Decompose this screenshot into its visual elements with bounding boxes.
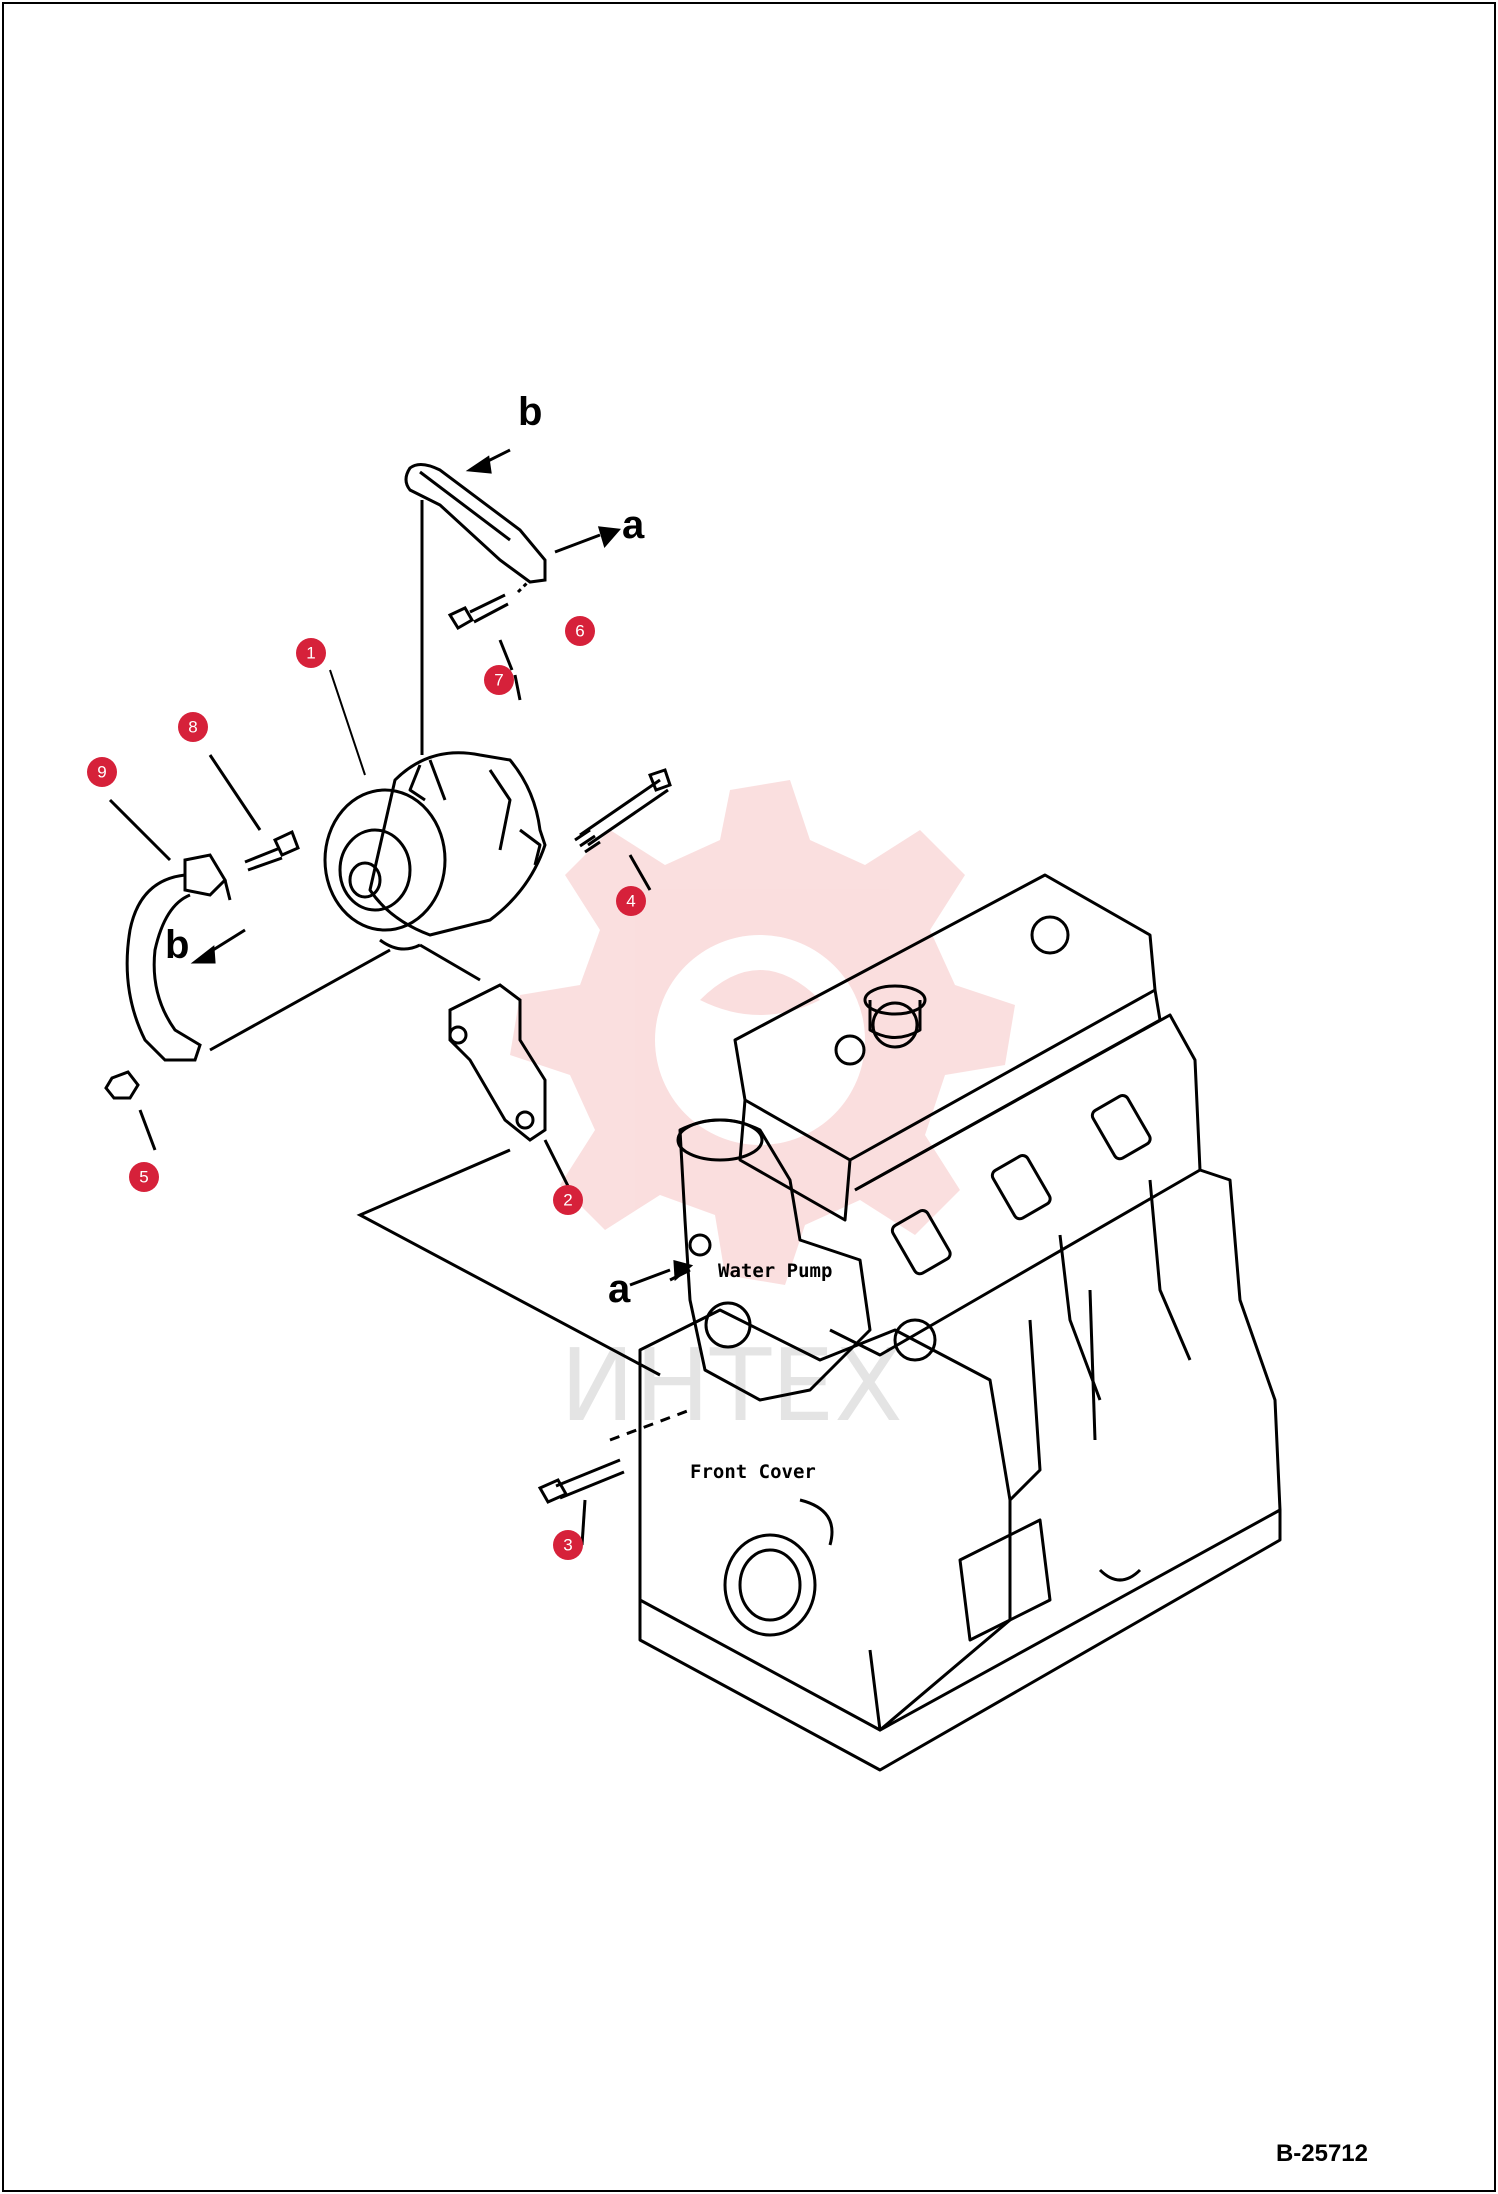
arrow-a-pump: [629, 1260, 694, 1287]
adjusting-bracket-top: [404, 463, 547, 755]
callout-6-number: 6: [575, 622, 584, 641]
arrow-b-top: [465, 448, 511, 474]
callout-1-number: 1: [306, 644, 315, 663]
callout-4-number: 4: [626, 892, 635, 911]
callout-7-number: 7: [494, 671, 503, 690]
arrow-letter-b-top: b: [518, 390, 542, 434]
callout-3[interactable]: 3: [553, 1530, 583, 1560]
callout-5[interactable]: 5: [129, 1162, 159, 1192]
watermark-gear-icon: [510, 780, 1015, 1285]
drawing-number: B-25712: [1275, 2140, 1368, 2167]
callout-8-number: 8: [188, 718, 197, 737]
alternator: [323, 751, 547, 951]
nut-5: [104, 1070, 157, 1151]
arrow-letter-a-pump: a: [608, 1267, 631, 1311]
callout-7[interactable]: 7: [484, 665, 514, 695]
callout-5-number: 5: [139, 1168, 148, 1187]
bolt-7-assembly: [447, 580, 530, 701]
adjusting-plate-9: [108, 798, 391, 1062]
arrow-letter-a-top: a: [622, 503, 645, 547]
bolt-8: [208, 754, 300, 872]
long-bolt-4: [574, 768, 672, 891]
arrow-b-left: [190, 928, 246, 964]
front-cover-label: Front Cover: [690, 1461, 816, 1483]
callout-9-number: 9: [97, 763, 106, 782]
callout-3-number: 3: [563, 1536, 572, 1555]
alternator-bracket-2: [419, 943, 572, 1191]
callout-4[interactable]: 4: [616, 886, 646, 916]
arrow-letter-b-left: b: [165, 923, 189, 967]
engine-block: [638, 873, 1282, 1772]
bolt-3: [537, 1458, 625, 1546]
callout-1[interactable]: 1: [296, 638, 366, 776]
water-pump-label: Water Pump: [718, 1260, 832, 1282]
arrow-a-top: [554, 526, 622, 554]
callout-6[interactable]: 6: [565, 616, 595, 646]
callout-8[interactable]: 8: [178, 712, 208, 742]
callout-2[interactable]: 2: [553, 1185, 583, 1215]
callout-9[interactable]: 9: [87, 757, 117, 787]
callout-2-number: 2: [563, 1191, 572, 1210]
